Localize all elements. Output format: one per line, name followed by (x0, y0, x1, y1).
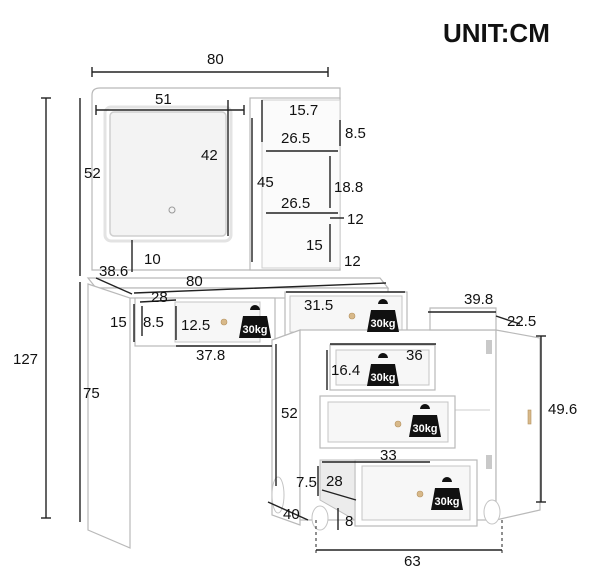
weight-badge-left-drawer: 30kg (239, 305, 271, 338)
label-upper-height: 52 (84, 165, 101, 182)
label-drawer-width-left: 37.8 (196, 347, 225, 364)
label-mirror-height: 42 (201, 147, 218, 164)
touch-sensor-icon (168, 206, 176, 214)
vanity-furniture (86, 87, 541, 549)
door-handle-icon (527, 409, 532, 425)
dim-line-top-depth (95, 277, 133, 295)
label-shelf-width-bottom: 26.5 (281, 195, 310, 212)
mirror-led-frame (103, 105, 233, 243)
label-drawer-width-right: 31.5 (304, 297, 333, 314)
weight-badge-label: 30kg (434, 496, 459, 508)
weight-badge-cabinet-drawer-3: 30kg (431, 477, 463, 510)
cabinet-foot-front (311, 505, 329, 531)
label-shelf-side-depth-top: 8.5 (345, 125, 366, 142)
left-leg-panel (87, 283, 131, 549)
label-total-height: 127 (13, 351, 38, 368)
label-cabinet-door-height: 49.6 (548, 401, 577, 418)
cabinet-left-side (271, 329, 301, 526)
label-mirror-width: 51 (155, 91, 172, 108)
label-cabinet-depth: 39.8 (464, 291, 493, 308)
door-hinge-top-icon (486, 340, 492, 354)
label-drawer-inner-depth: 28 (151, 289, 168, 306)
weight-badge-cabinet-drawer-2: 30kg (409, 404, 441, 437)
label-total-width: 80 (207, 51, 224, 68)
dim-line-cabinet-side (495, 315, 521, 325)
weight-badge-label: 30kg (370, 318, 395, 330)
label-cabinet-side-depth: 22.5 (507, 313, 536, 330)
cabinet-drawer-3-knob-icon (416, 490, 424, 498)
desk-top (86, 277, 390, 289)
label-cabinet-width: 63 (404, 553, 421, 570)
door-hinge-bottom-icon (486, 455, 492, 469)
label-shelf-side-depth-bottom: 12 (344, 253, 361, 270)
label-shelf-section-height: 45 (257, 174, 274, 191)
label-top-depth: 38.6 (99, 263, 128, 280)
label-cabinet-leg-height: 8 (345, 513, 353, 530)
label-desk-height: 75 (83, 385, 100, 402)
label-shelf-width-top: 26.5 (281, 130, 310, 147)
label-shelf-top-height: 15.7 (289, 102, 318, 119)
cabinet-drawer-3-side (319, 459, 356, 521)
label-mirror-gap: 10 (144, 251, 161, 268)
dimension-lines (41, 67, 546, 554)
dim-line-bottom-drawer-depth (321, 489, 357, 501)
label-drawer-inner-height: 8.5 (143, 314, 164, 331)
weight-badge-label: 30kg (412, 423, 437, 435)
weight-badge-right-top-drawer: 30kg (367, 299, 399, 332)
weight-badge-label: 30kg (370, 372, 395, 384)
label-desk-width: 80 (186, 273, 203, 290)
label-cabinet-bottom-drawer-height: 7.5 (296, 474, 317, 491)
label-drawer-inner-height-left: 12.5 (181, 317, 210, 334)
weight-badges: 30kg 30kg 30kg 30kg 30kg (239, 299, 463, 510)
led-mirror (109, 111, 227, 237)
dimension-labels: UNIT:CM 80 51 42 15.7 26.5 8.5 45 18.8 2… (13, 18, 577, 570)
cabinet-foot-right (483, 499, 501, 525)
dim-line-drawer-depth (139, 299, 177, 303)
weight-badge-label: 30kg (242, 324, 267, 336)
label-cabinet-drawer-height: 16.4 (331, 362, 360, 379)
dim-line-desk-width (133, 282, 387, 294)
shelf-interior (261, 99, 341, 269)
cabinet-foot-left (271, 476, 285, 514)
dim-line-leg-depth (267, 501, 309, 521)
label-shelf-bottom-height: 15 (306, 237, 323, 254)
cabinet-drawer-2-knob-icon (394, 420, 402, 428)
label-cabinet-bottom-drawer-width: 33 (380, 447, 397, 464)
cabinet-door (495, 329, 541, 521)
weight-badge-cabinet-drawer-1: 30kg (367, 353, 399, 386)
label-drawer-front-height: 15 (110, 314, 127, 331)
left-drawer-knob-icon (220, 318, 228, 326)
label-shelf-middle-height: 18.8 (334, 179, 363, 196)
right-top-drawer-knob-icon (348, 312, 356, 320)
label-cabinet-drawer-width: 36 (406, 347, 423, 364)
label-cabinet-bottom-drawer-depth: 28 (326, 473, 343, 490)
label-shelf-side-depth-mid: 12 (347, 211, 364, 228)
unit-label: UNIT:CM (443, 18, 550, 48)
label-cabinet-height: 52 (281, 405, 298, 422)
label-cabinet-leg-depth: 40 (283, 506, 300, 523)
